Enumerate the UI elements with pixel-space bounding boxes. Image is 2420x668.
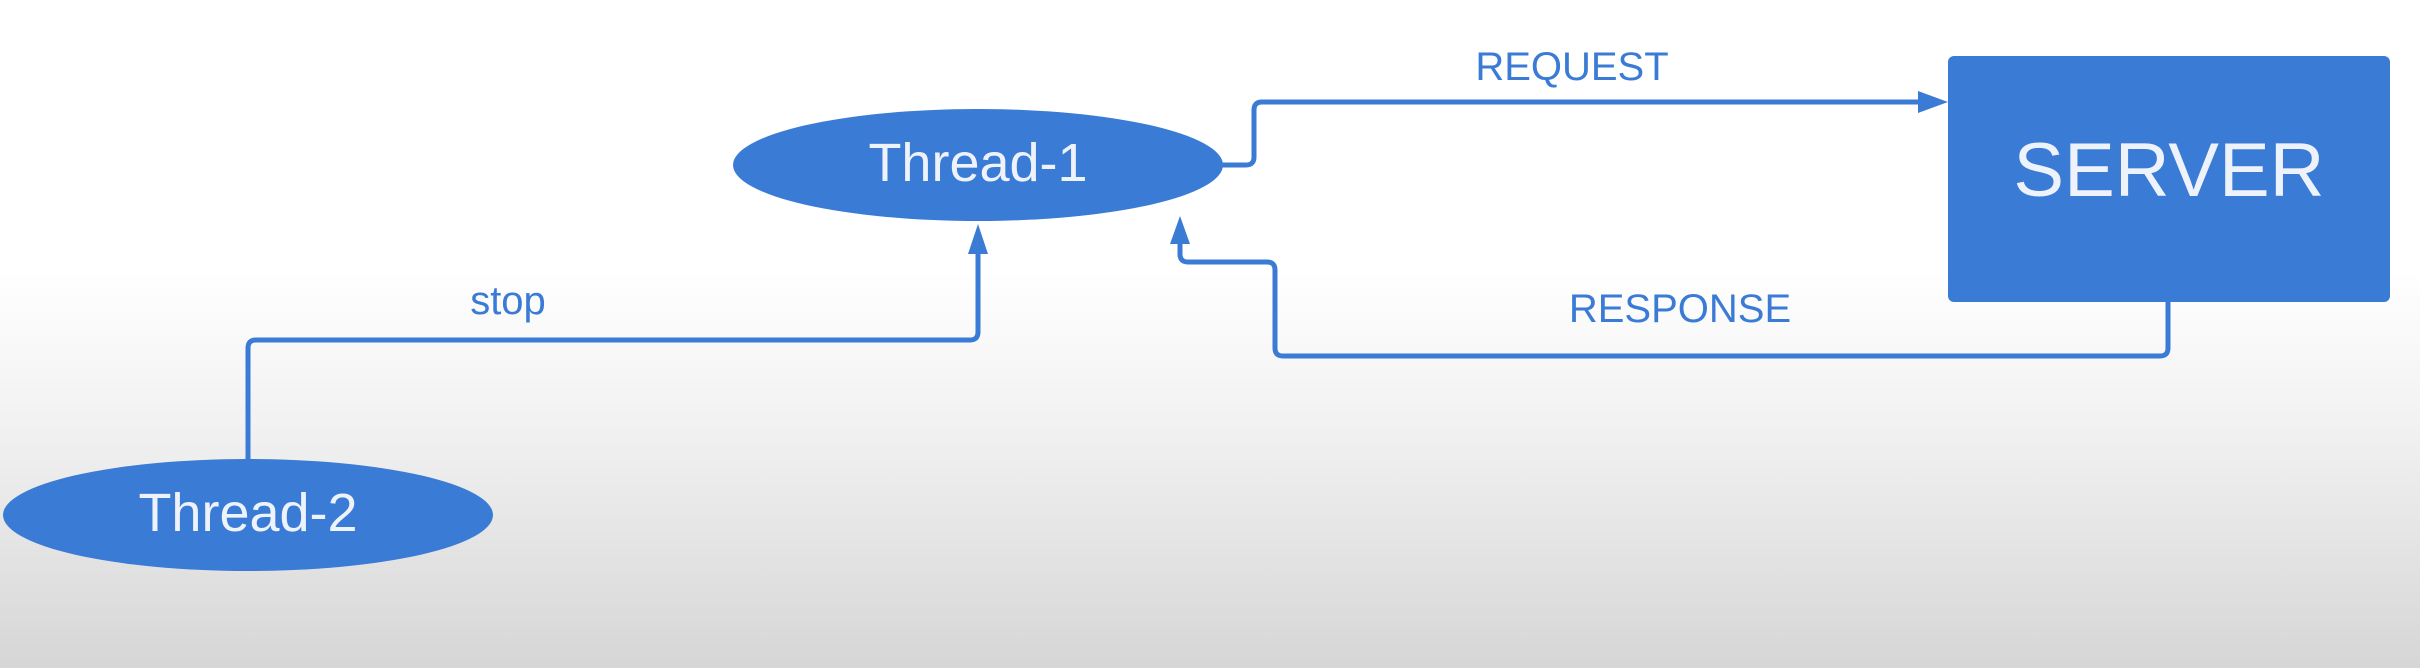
response-label: RESPONSE xyxy=(1569,287,1791,331)
request-label: REQUEST xyxy=(1475,45,1668,89)
request-connector xyxy=(1222,99,1930,168)
stop-arrowhead xyxy=(968,224,988,254)
request-arrowhead xyxy=(1918,91,1948,113)
thread-1-label: Thread-1 xyxy=(868,133,1087,193)
thread-2-shape xyxy=(3,459,493,571)
server-shape xyxy=(1948,56,2390,302)
edge-request: REQUEST xyxy=(1222,45,1948,168)
server-label: SERVER xyxy=(2013,128,2324,213)
stop-label: stop xyxy=(470,279,546,323)
node-thread-1: Thread-1 xyxy=(733,109,1223,221)
response-arrowhead xyxy=(1170,216,1190,244)
node-thread-2: Thread-2 xyxy=(3,459,493,571)
stop-connector xyxy=(245,252,981,460)
edge-stop: stop xyxy=(245,224,988,460)
node-server: SERVER xyxy=(1948,56,2390,302)
edge-response: RESPONSE xyxy=(1170,216,2171,359)
thread-1-shape xyxy=(733,109,1223,221)
response-connector xyxy=(1177,240,2171,359)
thread-2-label: Thread-2 xyxy=(138,483,357,543)
